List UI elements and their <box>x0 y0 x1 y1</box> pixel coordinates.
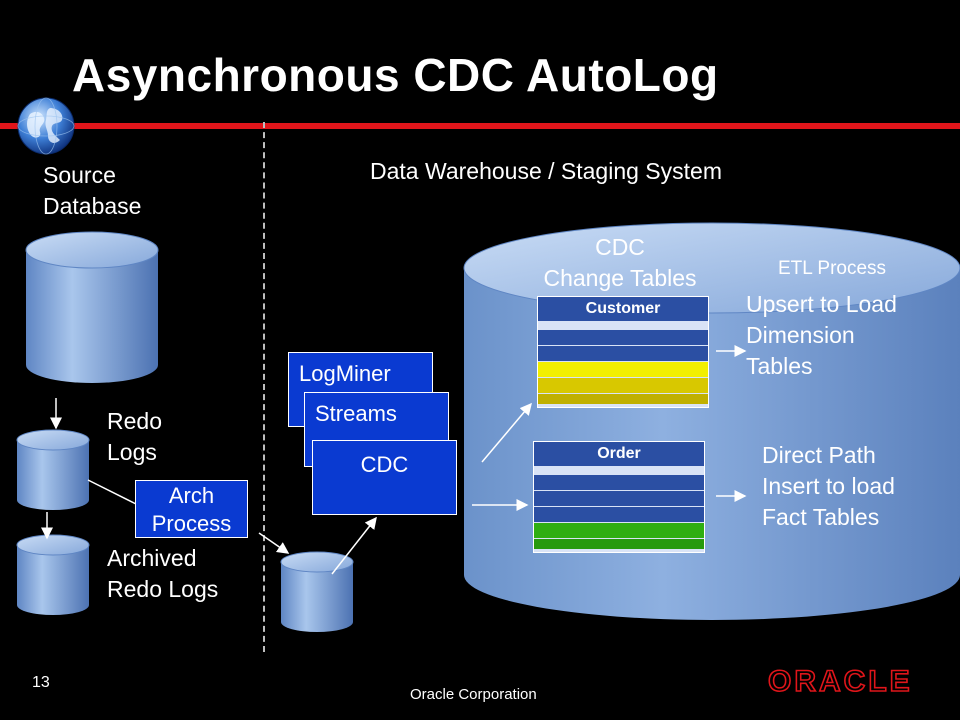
order-row-highlight <box>534 522 704 538</box>
arrow-arch-to-staging <box>258 532 290 554</box>
archived-redo-logs-label: Archived Redo Logs <box>107 545 219 602</box>
redo-logs-cylinder <box>16 429 90 510</box>
page-number: 13 <box>32 674 50 691</box>
order-row-highlight <box>534 538 704 549</box>
source-database-cylinder <box>25 231 159 383</box>
globe-icon <box>17 97 75 155</box>
footer-text: Oracle Corporation <box>410 686 537 703</box>
arrow-staging-to-cdc <box>331 516 377 575</box>
section-divider <box>263 122 265 652</box>
customer-row-highlight <box>538 393 708 404</box>
order-row <box>534 506 704 522</box>
customer-row-highlight <box>538 361 708 377</box>
arch-process-box: Arch Process <box>135 480 248 538</box>
direct-path-fact-label: Direct Path Insert to load Fact Tables <box>762 442 895 530</box>
cdc-change-tables-label: CDC Change Tables <box>543 234 697 291</box>
staging-logs-cylinder <box>280 551 354 632</box>
oracle-logo: ORACLE <box>767 664 913 699</box>
customer-row <box>538 329 708 345</box>
line-redo-to-arch <box>87 479 137 505</box>
order-change-table: Order <box>533 441 705 553</box>
order-row <box>534 474 704 490</box>
source-database-label: Source Database <box>43 162 142 219</box>
order-row <box>534 490 704 506</box>
archived-redo-logs-cylinder <box>16 534 90 615</box>
slide-title: Asynchronous CDC AutoLog <box>72 49 719 101</box>
customer-row-highlight <box>538 377 708 393</box>
customer-table-title: Customer <box>538 297 708 321</box>
cdc-box: CDC <box>312 440 457 515</box>
customer-change-table: Customer <box>537 296 709 408</box>
etl-process-label: ETL Process <box>778 258 887 279</box>
redo-logs-label: Redo Logs <box>107 408 162 465</box>
title-underline <box>0 123 960 129</box>
order-table-title: Order <box>534 442 704 466</box>
staging-system-heading: Data Warehouse / Staging System <box>370 158 722 184</box>
upsert-dimension-label: Upsert to Load Dimension Tables <box>746 291 897 379</box>
arrow-cdc-to-customer <box>481 402 532 463</box>
customer-row <box>538 345 708 361</box>
